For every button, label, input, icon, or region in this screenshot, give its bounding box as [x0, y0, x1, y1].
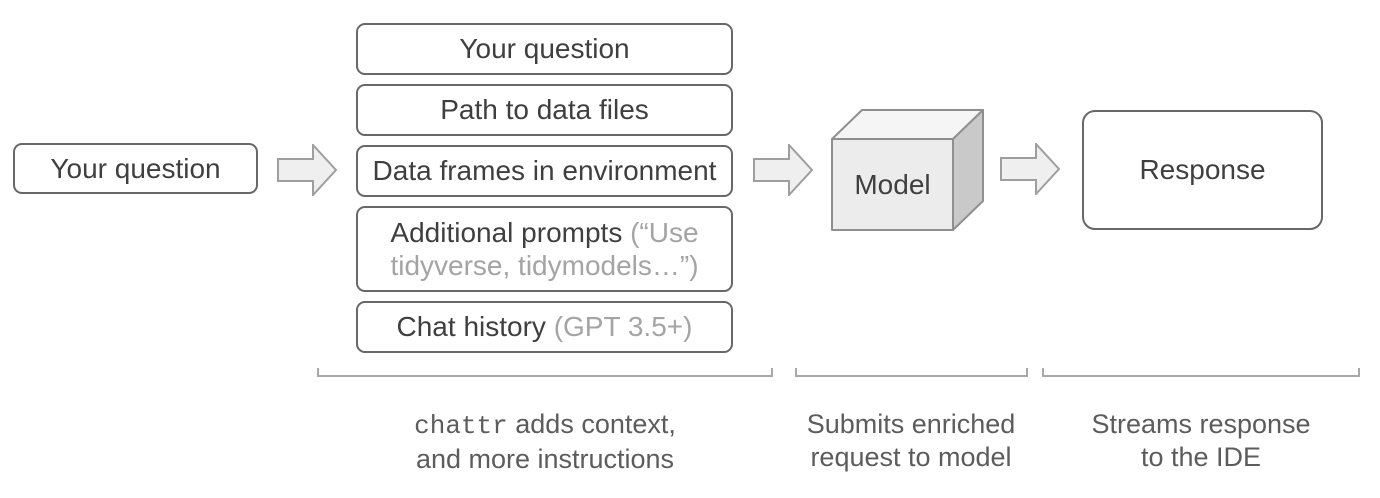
stack-item-label: Chat history	[396, 311, 546, 342]
stack-item-path-to-data-files: Path to data files	[356, 84, 733, 136]
arrow-right-icon	[277, 144, 337, 196]
bracket-context-stack	[317, 368, 773, 377]
stack-item-note: (“Use tidyverse, tidymodels…”)	[390, 217, 699, 281]
your-question-label: Your question	[50, 152, 221, 184]
model-label: Model	[854, 168, 931, 200]
stack-item-label: Additional prompts	[390, 217, 623, 248]
caption-line-2: request to model	[810, 442, 1012, 472]
response-label: Response	[1139, 154, 1266, 185]
caption-line-2: to the IDE	[1140, 442, 1262, 472]
caption-text: adds context,	[515, 409, 676, 439]
model-cube-icon	[831, 109, 984, 231]
caption-chattr-adds-context: chattr adds context, and more instructio…	[345, 408, 745, 476]
stack-item-note: (GPT 3.5+)	[553, 311, 693, 342]
stack-item-data-frames: Data frames in environment	[356, 145, 733, 197]
stack-item-your-question: Your question	[356, 23, 733, 75]
context-stack: Your question Path to data files Data fr…	[356, 23, 733, 353]
caption-line-1: Submits enriched	[806, 409, 1016, 439]
stack-item-label: Your question	[459, 33, 630, 64]
caption-line-1: Streams response	[1091, 409, 1311, 439]
response-box: Response	[1082, 110, 1323, 230]
stack-item-label: Data frames in environment	[372, 155, 717, 186]
arrow-right-icon	[753, 144, 813, 196]
stack-item-chat-history: Chat history (GPT 3.5+)	[356, 301, 733, 353]
stack-item-additional-prompts: Additional prompts (“Use tidyverse, tidy…	[356, 206, 733, 292]
stack-item-text: Additional prompts (“Use tidyverse, tidy…	[380, 216, 710, 282]
caption-streams-response: Streams response to the IDE	[1031, 408, 1371, 474]
chattr-code-text: chattr	[414, 411, 508, 441]
caption-line-1: chattr adds context,	[345, 408, 745, 443]
arrow-right-icon	[1000, 143, 1060, 195]
caption-submits-request: Submits enriched request to model	[761, 408, 1061, 474]
bracket-model	[795, 368, 1028, 377]
caption-line-2: and more instructions	[415, 444, 675, 474]
bracket-response	[1042, 368, 1360, 377]
stack-item-text: Chat history (GPT 3.5+)	[397, 311, 693, 343]
stack-item-label: Path to data files	[440, 94, 649, 125]
your-question-box: Your question	[13, 143, 258, 194]
